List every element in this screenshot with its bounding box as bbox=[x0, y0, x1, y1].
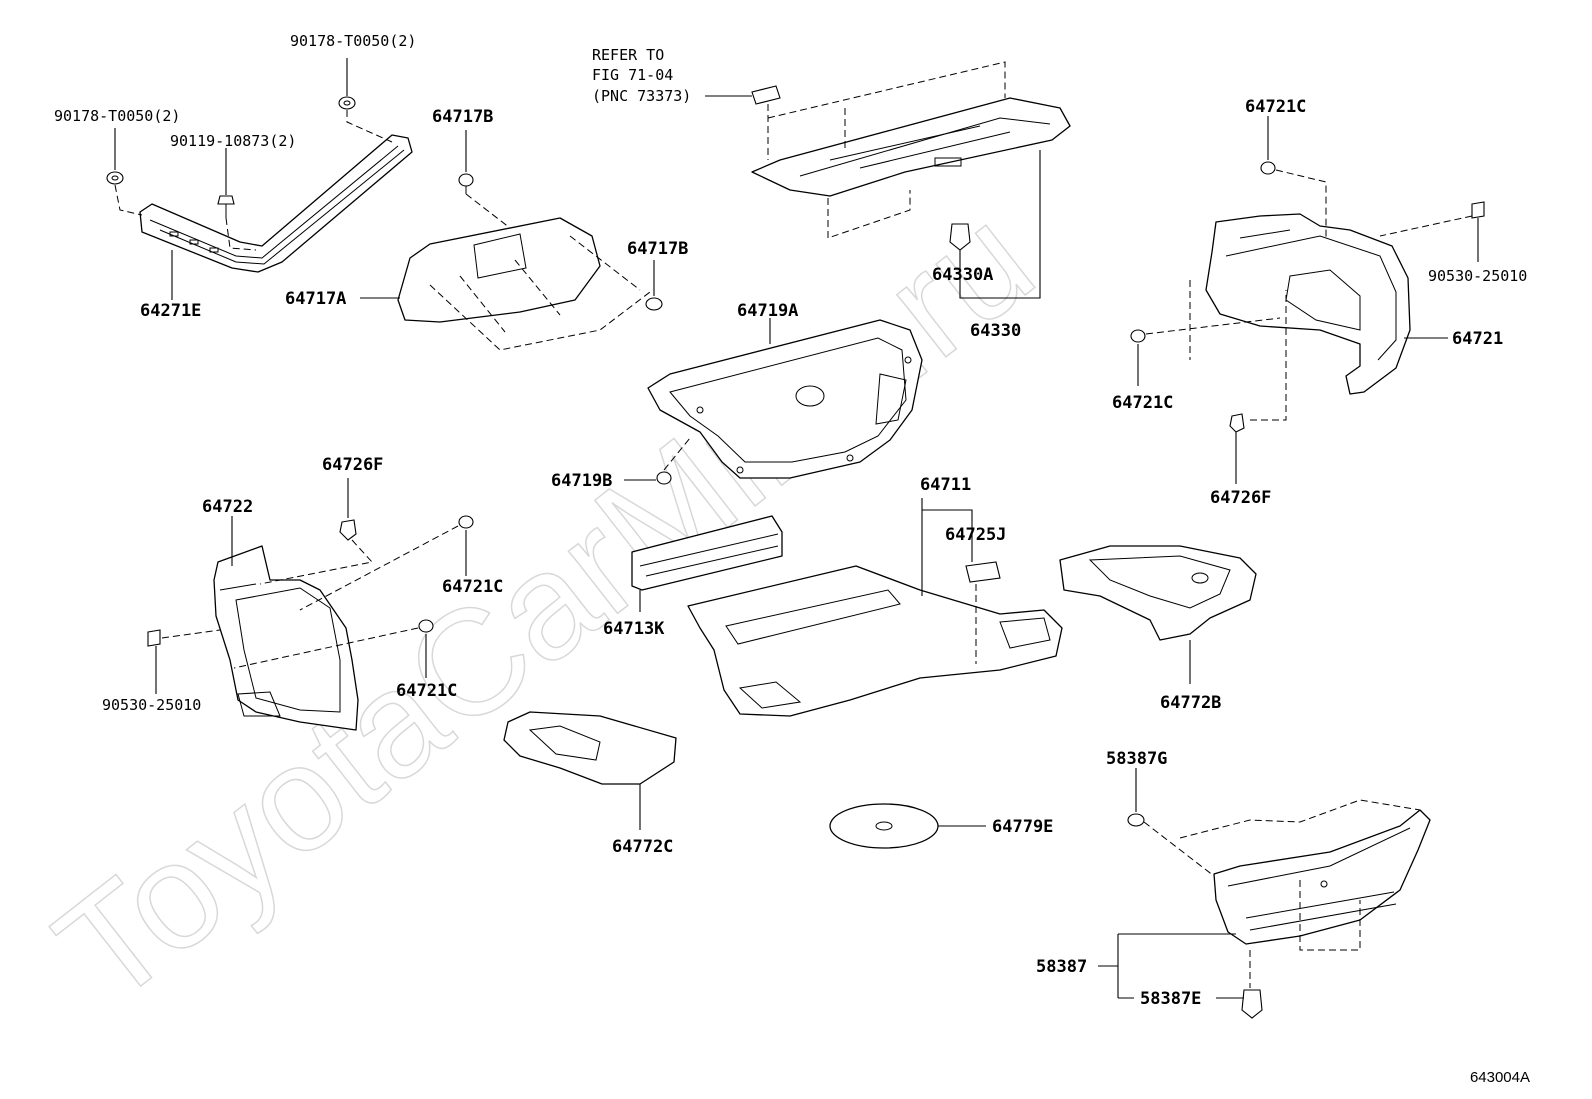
label-64726F-left: 64726F bbox=[322, 455, 383, 475]
leaders-64711 bbox=[639, 498, 973, 612]
clip-64721C-left2-icon[interactable] bbox=[418, 619, 434, 633]
label-64717B-top: 64717B bbox=[432, 107, 493, 127]
label-90178-left: 90178-T0050(2) bbox=[54, 107, 180, 125]
bolt-90119-icon[interactable] bbox=[217, 195, 235, 218]
refer-line-3: (PNC 73373) bbox=[592, 87, 691, 105]
part-64713K-trim[interactable] bbox=[631, 515, 783, 591]
label-64713K: 64713K bbox=[603, 619, 665, 639]
label-90178-top: 90178-T0050(2) bbox=[290, 32, 416, 50]
label-64719A: 64719A bbox=[737, 301, 798, 321]
clip-64717B-right-icon[interactable] bbox=[645, 297, 663, 311]
hidden-line-64719B bbox=[663, 437, 691, 471]
label-90530-right: 90530-25010 bbox=[1428, 267, 1527, 285]
part-64779E-pad[interactable] bbox=[829, 803, 939, 849]
label-64722: 64722 bbox=[202, 497, 253, 517]
label-64330: 64330 bbox=[970, 321, 1021, 341]
clip-90178-top-icon[interactable] bbox=[338, 96, 356, 110]
figure-id: 643004A bbox=[1470, 1069, 1530, 1086]
part-64772B-tray[interactable] bbox=[1059, 545, 1257, 641]
part-58387-rear-trim[interactable] bbox=[1213, 809, 1431, 945]
clip-64721C-mid-icon[interactable] bbox=[1130, 329, 1146, 343]
hidden-lines-64722 bbox=[161, 525, 459, 669]
clip-64717B-top-icon[interactable] bbox=[458, 173, 474, 194]
clip-64721C-top-icon[interactable] bbox=[1260, 161, 1276, 175]
hidden-lines-64330 bbox=[767, 61, 1006, 239]
hidden-lines-rail bbox=[114, 110, 393, 251]
label-64721C-top: 64721C bbox=[1245, 97, 1306, 117]
hidden-lines-64717A bbox=[429, 235, 651, 351]
clip-58387E-icon[interactable] bbox=[1241, 989, 1263, 1019]
leaders-58387 bbox=[1098, 768, 1244, 999]
leaders-64719 bbox=[624, 318, 771, 481]
clip-64330A-icon[interactable] bbox=[949, 223, 971, 251]
label-64717B-right: 64717B bbox=[627, 239, 688, 259]
clip-64721C-left1-icon[interactable] bbox=[458, 515, 474, 529]
clip-64726F-right-icon[interactable] bbox=[1229, 413, 1245, 433]
hidden-lines-58387 bbox=[1143, 799, 1421, 988]
clip-58387G-icon[interactable] bbox=[1127, 813, 1145, 827]
part-64330-tray[interactable] bbox=[751, 97, 1071, 197]
part-64711-floor-mat[interactable] bbox=[687, 565, 1063, 717]
label-64717A: 64717A bbox=[285, 289, 346, 309]
refer-line-2: FIG 71-04 bbox=[592, 66, 673, 84]
label-64711: 64711 bbox=[920, 475, 971, 495]
bracket-73373-icon[interactable] bbox=[751, 85, 781, 105]
label-64721C-left2: 64721C bbox=[396, 681, 457, 701]
label-64772B: 64772B bbox=[1160, 693, 1221, 713]
part-64271E-rail[interactable] bbox=[139, 134, 413, 273]
label-64772C: 64772C bbox=[612, 837, 673, 857]
clip-90530-right-icon[interactable] bbox=[1471, 201, 1485, 219]
part-64719A-lid-liner[interactable] bbox=[647, 319, 923, 479]
label-90530-left: 90530-25010 bbox=[102, 696, 201, 714]
leaders-64722 bbox=[155, 478, 467, 694]
leaders-rail bbox=[114, 58, 348, 300]
label-64721C-mid: 64721C bbox=[1112, 393, 1173, 413]
clip-90530-left-icon[interactable] bbox=[147, 629, 161, 647]
label-64779E: 64779E bbox=[992, 817, 1053, 837]
clip-90178-left-icon[interactable] bbox=[106, 171, 124, 185]
leaders-64330 bbox=[705, 95, 1041, 299]
hidden-line-64717B bbox=[465, 193, 511, 229]
part-64725J-bracket[interactable] bbox=[965, 561, 1001, 583]
label-58387: 58387 bbox=[1036, 957, 1087, 977]
leaders-64717 bbox=[360, 130, 655, 299]
refer-line-1: REFER TO bbox=[592, 46, 664, 64]
part-64722-side-liner[interactable] bbox=[213, 545, 359, 731]
label-64330A: 64330A bbox=[932, 265, 993, 285]
part-64772C-tray[interactable] bbox=[503, 711, 677, 785]
label-64721: 64721 bbox=[1452, 329, 1503, 349]
label-64271E: 64271E bbox=[140, 301, 201, 321]
label-64719B: 64719B bbox=[551, 471, 612, 491]
hidden-lines-64721 bbox=[1145, 169, 1473, 421]
clip-64719B-icon[interactable] bbox=[656, 471, 672, 485]
label-64725J: 64725J bbox=[945, 525, 1006, 545]
label-64721C-left1: 64721C bbox=[442, 577, 503, 597]
label-58387E: 58387E bbox=[1140, 989, 1201, 1009]
part-64721-side-liner[interactable] bbox=[1205, 213, 1411, 395]
clip-64726F-left-icon[interactable] bbox=[339, 519, 357, 541]
part-64717A-panel[interactable] bbox=[397, 217, 601, 323]
label-58387G: 58387G bbox=[1106, 749, 1167, 769]
leaders-64721 bbox=[1137, 116, 1479, 484]
label-64726F-right: 64726F bbox=[1210, 488, 1271, 508]
label-90119: 90119-10873(2) bbox=[170, 132, 296, 150]
